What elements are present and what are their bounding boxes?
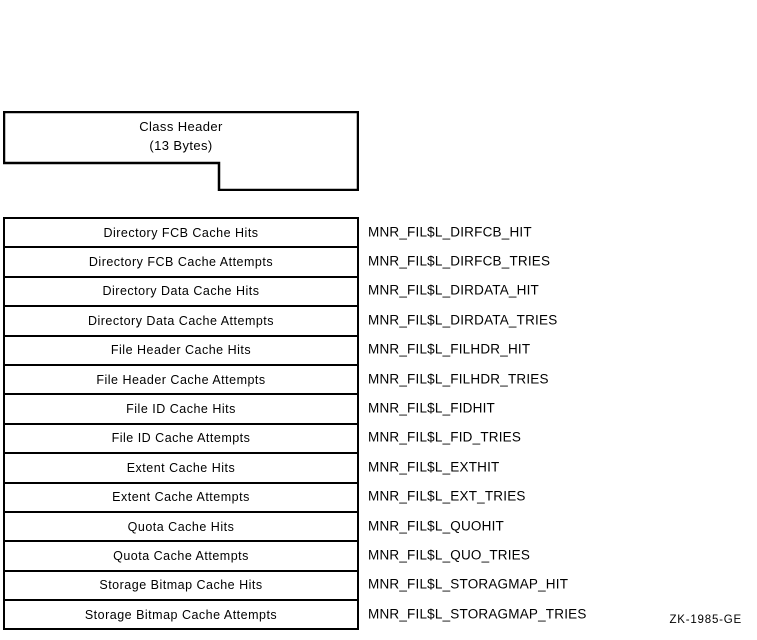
field-label: File ID Cache Hits bbox=[126, 402, 236, 417]
class-header-box: Class Header (13 Bytes) bbox=[3, 111, 359, 191]
table-row: Directory FCB Cache Attempts bbox=[5, 248, 357, 278]
class-header-title: Class Header bbox=[139, 119, 223, 134]
field-label: File Header Cache Attempts bbox=[96, 372, 266, 387]
symbol-name: MNR_FIL$L_DIRDATA_TRIES bbox=[368, 312, 558, 328]
field-label: Directory Data Cache Hits bbox=[102, 284, 260, 299]
field-label: Storage Bitmap Cache Attempts bbox=[84, 607, 278, 622]
field-label: Extent Cache Hits bbox=[126, 460, 236, 475]
symbol-name: MNR_FIL$L_FIDHIT bbox=[368, 400, 495, 416]
symbol-name: MNR_FIL$L_FILHDR_TRIES bbox=[368, 371, 549, 387]
field-label: File ID Cache Attempts bbox=[111, 431, 251, 446]
symbol-row: MNR_FIL$L_EXTHIT bbox=[368, 452, 748, 481]
symbol-name-column: MNR_FIL$L_DIRFCB_HIT MNR_FIL$L_DIRFCB_TRI… bbox=[368, 217, 748, 628]
field-label: Extent Cache Attempts bbox=[112, 490, 250, 505]
class-header-text: Class Header (13 Bytes) bbox=[3, 117, 359, 155]
table-row: File Header Cache Attempts bbox=[5, 366, 357, 396]
symbol-name: MNR_FIL$L_QUO_TRIES bbox=[368, 547, 531, 563]
field-label: Quota Cache Hits bbox=[127, 519, 235, 534]
symbol-row: MNR_FIL$L_DIRDATA_TRIES bbox=[368, 305, 748, 334]
field-label: Directory FCB Cache Hits bbox=[103, 225, 259, 240]
field-label: Storage Bitmap Cache Hits bbox=[99, 578, 263, 593]
symbol-row: MNR_FIL$L_QUOHIT bbox=[368, 511, 748, 540]
class-header-subtitle: (13 Bytes) bbox=[149, 138, 213, 153]
table-row: Quota Cache Hits bbox=[5, 513, 357, 543]
table-row: Storage Bitmap Cache Hits bbox=[5, 572, 357, 602]
class-header-outline-icon bbox=[3, 111, 359, 191]
symbol-row: MNR_FIL$L_STORAGMAP_HIT bbox=[368, 570, 748, 599]
symbol-row: MNR_FIL$L_FIDHIT bbox=[368, 393, 748, 422]
symbol-row: MNR_FIL$L_DIRFCB_TRIES bbox=[368, 246, 748, 275]
symbol-row: MNR_FIL$L_FILHDR_TRIES bbox=[368, 364, 748, 393]
symbol-row: MNR_FIL$L_DIRFCB_HIT bbox=[368, 217, 748, 246]
symbol-row: MNR_FIL$L_STORAGMAP_TRIES bbox=[368, 599, 748, 628]
table-row: Storage Bitmap Cache Attempts bbox=[5, 601, 357, 631]
table-row: File ID Cache Attempts bbox=[5, 425, 357, 455]
symbol-row: MNR_FIL$L_EXT_TRIES bbox=[368, 482, 748, 511]
field-label: Directory FCB Cache Attempts bbox=[88, 255, 274, 270]
table-row: Directory FCB Cache Hits bbox=[5, 219, 357, 249]
table-row: Extent Cache Hits bbox=[5, 454, 357, 484]
symbol-row: MNR_FIL$L_FILHDR_HIT bbox=[368, 335, 748, 364]
symbol-name: MNR_FIL$L_FID_TRIES bbox=[368, 429, 522, 445]
symbol-name: MNR_FIL$L_STORAGMAP_HIT bbox=[368, 576, 569, 592]
field-label: Directory Data Cache Attempts bbox=[87, 313, 275, 328]
table-row: Extent Cache Attempts bbox=[5, 484, 357, 513]
symbol-name: MNR_FIL$L_STORAGMAP_TRIES bbox=[368, 606, 587, 622]
symbol-name: MNR_FIL$L_EXT_TRIES bbox=[368, 488, 526, 504]
symbol-row: MNR_FIL$L_QUO_TRIES bbox=[368, 540, 748, 569]
symbol-row: MNR_FIL$L_DIRDATA_HIT bbox=[368, 276, 748, 305]
symbol-name: MNR_FIL$L_QUOHIT bbox=[368, 518, 504, 534]
table-row: Directory Data Cache Attempts bbox=[5, 307, 357, 337]
symbol-name: MNR_FIL$L_DIRFCB_HIT bbox=[368, 224, 532, 240]
table-row: Quota Cache Attempts bbox=[5, 542, 357, 572]
symbol-row: MNR_FIL$L_FID_TRIES bbox=[368, 423, 748, 452]
symbol-name: MNR_FIL$L_DIRDATA_HIT bbox=[368, 282, 539, 298]
symbol-name: MNR_FIL$L_EXTHIT bbox=[368, 459, 500, 475]
field-label: Quota Cache Attempts bbox=[113, 548, 249, 563]
table-row: File ID Cache Hits bbox=[5, 395, 357, 425]
symbol-name: MNR_FIL$L_FILHDR_HIT bbox=[368, 341, 531, 357]
field-label: File Header Cache Hits bbox=[110, 343, 252, 358]
symbol-name: MNR_FIL$L_DIRFCB_TRIES bbox=[368, 253, 551, 269]
table-row: Directory Data Cache Hits bbox=[5, 278, 357, 308]
figure-caption: ZK-1985-GE bbox=[669, 614, 742, 626]
table-row: File Header Cache Hits bbox=[5, 337, 357, 366]
